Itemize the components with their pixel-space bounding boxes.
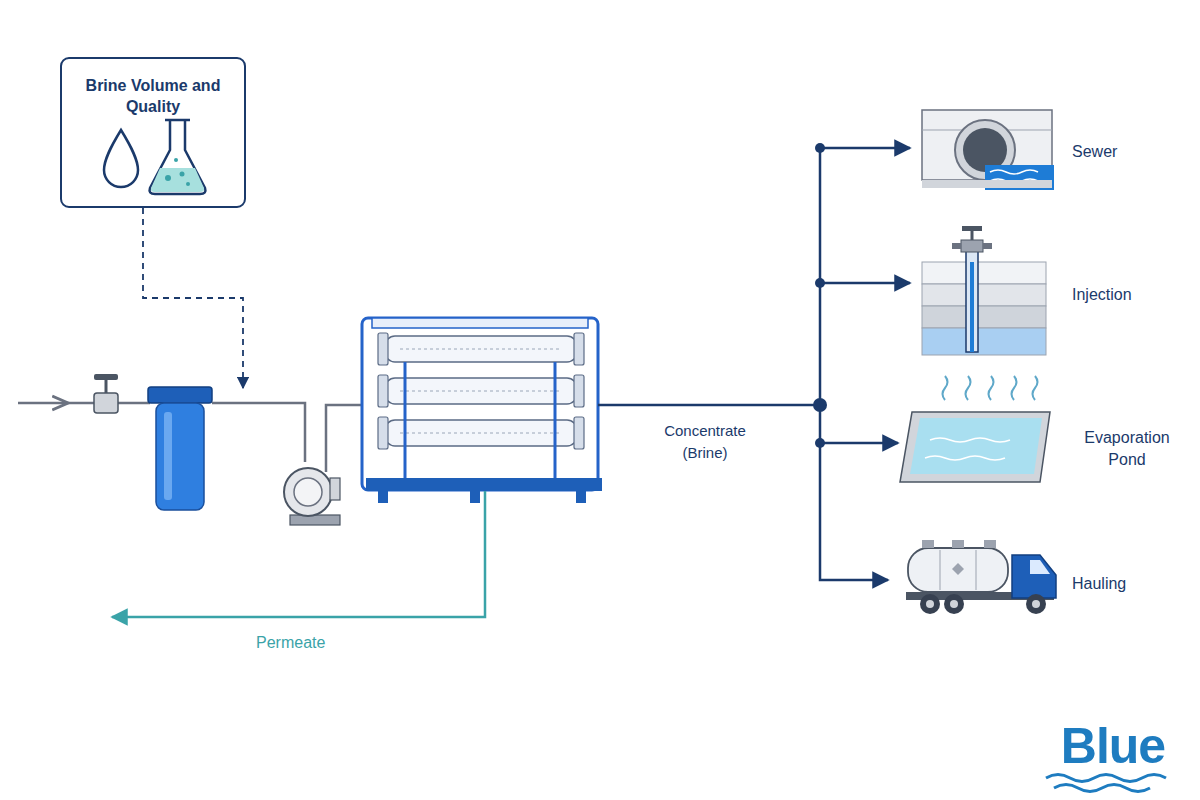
drop-icon [104, 130, 138, 187]
junction-dot [813, 143, 827, 448]
destination-label: Hauling [1072, 573, 1182, 595]
permeate-pipe [112, 491, 485, 617]
destination-label: Evaporation Pond [1072, 427, 1182, 471]
logo-watermark: Blue [1038, 716, 1188, 776]
ro-membrane-skid [362, 318, 602, 503]
concentrate-pipe [598, 148, 910, 580]
destination-label: Injection [1072, 284, 1182, 306]
injection-well-icon [922, 226, 1046, 355]
pipe [212, 403, 305, 462]
evaporation-pond-icon [900, 376, 1050, 482]
logo-wave [1046, 775, 1166, 792]
feed-pipe [18, 402, 68, 405]
cartridge-filter [148, 387, 212, 510]
destination-label: Sewer [1072, 141, 1182, 163]
flow-label: Concentrate (Brine) [640, 420, 770, 464]
valve [94, 374, 118, 413]
flow-label: Permeate [256, 632, 366, 654]
haul-truck-icon [906, 540, 1056, 614]
dashed-leader [143, 208, 243, 388]
pipe [326, 405, 362, 472]
box-title: Brine Volume and Quality [62, 59, 244, 117]
pump [284, 468, 340, 525]
sewer-icon [922, 110, 1054, 190]
info-box: Brine Volume and Quality [60, 57, 246, 208]
flask-icon [150, 120, 206, 194]
